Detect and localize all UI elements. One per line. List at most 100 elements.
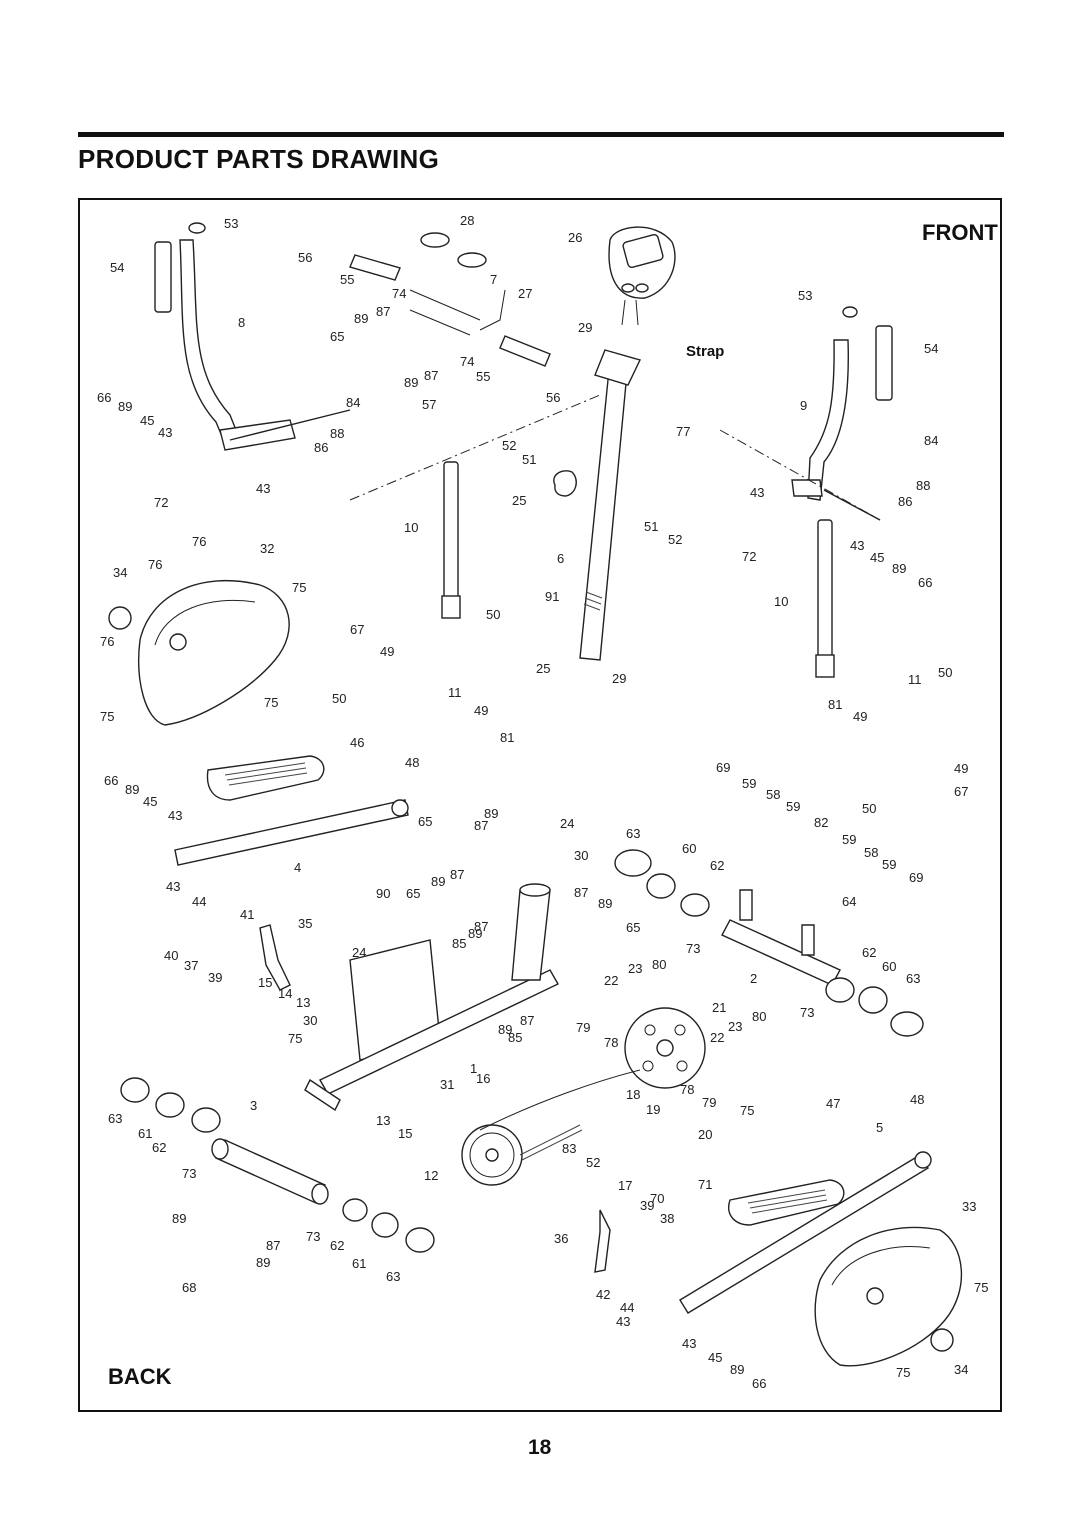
right-pedal [594, 1151, 932, 1314]
part-callout-88: 88 [330, 426, 344, 441]
part-callout-50: 50 [332, 691, 346, 706]
part-callout-28: 28 [460, 213, 474, 228]
part-callout-89: 89 [256, 1255, 270, 1270]
part-callout-64: 64 [842, 894, 856, 909]
part-callout-78: 78 [604, 1035, 618, 1050]
part-callout-24: 24 [560, 816, 574, 831]
part-callout-65: 65 [330, 329, 344, 344]
part-callout-76: 76 [148, 557, 162, 572]
part-callout-90: 90 [376, 886, 390, 901]
part-callout-54: 54 [924, 341, 938, 356]
part-callout-79: 79 [576, 1020, 590, 1035]
left-handlebar [154, 222, 351, 451]
part-callout-44: 44 [620, 1300, 634, 1315]
drive-pulley [461, 1069, 641, 1186]
left-pedal [174, 755, 409, 991]
part-callout-27: 27 [518, 286, 532, 301]
part-callout-3: 3 [250, 1098, 257, 1113]
part-callout-81: 81 [500, 730, 514, 745]
part-callout-66: 66 [918, 575, 932, 590]
part-callout-34: 34 [954, 1362, 968, 1377]
part-callout-62: 62 [152, 1140, 166, 1155]
part-callout-70: 70 [650, 1191, 664, 1206]
part-callout-62: 62 [862, 945, 876, 960]
part-callout-29: 29 [612, 671, 626, 686]
part-callout-53: 53 [798, 288, 812, 303]
part-callout-46: 46 [350, 735, 364, 750]
part-callout-39: 39 [208, 970, 222, 985]
part-callout-59: 59 [742, 776, 756, 791]
part-callout-35: 35 [298, 916, 312, 931]
part-callout-75: 75 [740, 1103, 754, 1118]
part-callout-18: 18 [626, 1087, 640, 1102]
part-callout-57: 57 [422, 397, 436, 412]
part-callout-33: 33 [962, 1199, 976, 1214]
part-callout-24: 24 [352, 945, 366, 960]
part-callout-22: 22 [604, 973, 618, 988]
right-upright-arm [815, 519, 835, 678]
part-callout-89: 89 [598, 896, 612, 911]
part-callout-59: 59 [786, 799, 800, 814]
part-callout-87: 87 [376, 304, 390, 319]
part-callout-15: 15 [398, 1126, 412, 1141]
part-callout-68: 68 [182, 1280, 196, 1295]
part-callout-17: 17 [618, 1178, 632, 1193]
part-callout-63: 63 [626, 826, 640, 841]
part-callout-89: 89 [354, 311, 368, 326]
part-callout-5: 5 [876, 1120, 883, 1135]
part-callout-43: 43 [682, 1336, 696, 1351]
part-callout-67: 67 [350, 622, 364, 637]
part-callout-43: 43 [158, 425, 172, 440]
part-callout-89: 89 [892, 561, 906, 576]
part-callout-45: 45 [143, 794, 157, 809]
part-callout-25: 25 [536, 661, 550, 676]
page-number: 18 [528, 1436, 552, 1459]
page-title: PRODUCT PARTS DRAWING [78, 144, 440, 174]
part-callout-89: 89 [118, 399, 132, 414]
part-callout-29: 29 [578, 320, 592, 335]
part-callout-75: 75 [974, 1280, 988, 1295]
part-callout-87: 87 [574, 885, 588, 900]
part-callout-89: 89 [125, 782, 139, 797]
part-callout-37: 37 [184, 958, 198, 973]
part-callout-89: 89 [404, 375, 418, 390]
part-callout-61: 61 [138, 1126, 152, 1141]
part-callout-10: 10 [404, 520, 418, 535]
part-callout-14: 14 [278, 986, 292, 1001]
part-callout-84: 84 [924, 433, 938, 448]
part-callout-54: 54 [110, 260, 124, 275]
part-callout-15: 15 [258, 975, 272, 990]
part-callout-51: 51 [644, 519, 658, 534]
part-callout-39: 39 [640, 1198, 654, 1213]
part-callout-58: 58 [864, 845, 878, 860]
part-callout-87: 87 [424, 368, 438, 383]
part-callout-43: 43 [256, 481, 270, 496]
part-callout-66: 66 [104, 773, 118, 788]
part-callout-63: 63 [108, 1111, 122, 1126]
part-callout-56: 56 [546, 390, 560, 405]
part-callout-72: 72 [742, 549, 756, 564]
part-callout-30: 30 [574, 848, 588, 863]
part-callout-36: 36 [554, 1231, 568, 1246]
part-callout-63: 63 [906, 971, 920, 986]
drawing-frame [78, 198, 1002, 1412]
part-callout-89: 89 [468, 926, 482, 941]
part-callout-84: 84 [346, 395, 360, 410]
part-callout-12: 12 [424, 1168, 438, 1183]
part-callout-80: 80 [652, 957, 666, 972]
back-label: BACK [108, 1364, 172, 1389]
part-callout-76: 76 [192, 534, 206, 549]
part-callout-75: 75 [896, 1365, 910, 1380]
part-callout-67: 67 [954, 784, 968, 799]
part-callout-43: 43 [166, 879, 180, 894]
part-callout-45: 45 [708, 1350, 722, 1365]
part-callout-91: 91 [545, 589, 559, 604]
part-callout-55: 55 [476, 369, 490, 384]
part-callout-10: 10 [774, 594, 788, 609]
front-stabilizer [614, 849, 924, 1037]
part-callout-75: 75 [264, 695, 278, 710]
part-callout-52: 52 [586, 1155, 600, 1170]
part-callout-66: 66 [752, 1376, 766, 1391]
part-callout-73: 73 [686, 941, 700, 956]
